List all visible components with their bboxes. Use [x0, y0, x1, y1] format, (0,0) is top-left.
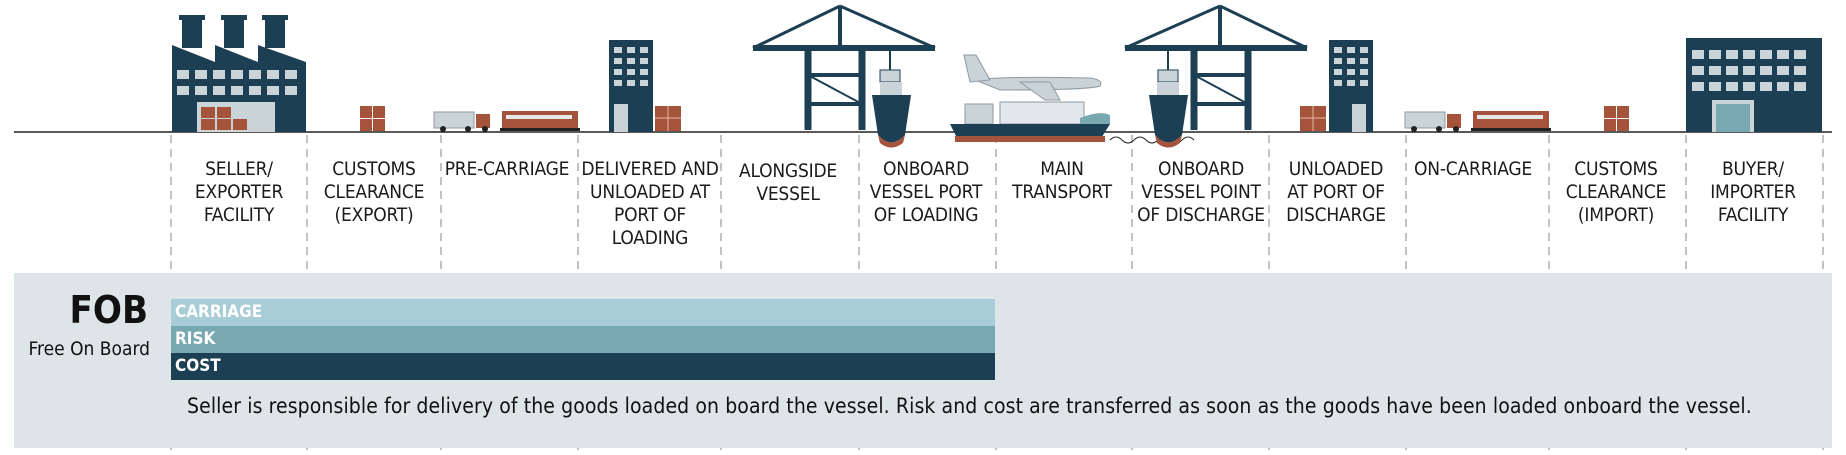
- truck-icon: [433, 111, 490, 132]
- term-name: Free On Board: [28, 338, 150, 360]
- train-icon: [1471, 111, 1551, 131]
- carriage-bar: CARRIAGE: [171, 299, 995, 326]
- stage-label-customs-import: CUSTOMS CLEARANCE (IMPORT): [1565, 158, 1667, 226]
- cost-bar: COST: [171, 353, 995, 380]
- buyer-facility-icon: [1686, 38, 1822, 132]
- stage-label-on-carriage: ON-CARRIAGE: [1413, 158, 1533, 180]
- seller-factory-icon: [172, 15, 306, 132]
- stage-label-main-transport: MAIN TRANSPORT: [1012, 158, 1112, 203]
- ship-front-icon: [872, 82, 911, 148]
- stage-label-alongside-vessel: ALONGSIDE VESSEL: [738, 160, 838, 205]
- water-waves: [1109, 136, 1195, 144]
- discharge-crane-icon: [1124, 4, 1308, 130]
- stage-label-customs-export: CUSTOMS CLEARANCE (EXPORT): [323, 158, 425, 226]
- stage-label-onboard-discharge: ONBOARD VESSEL POINT OF DISCHARGE: [1137, 158, 1265, 226]
- term-description: Seller is responsible for delivery of th…: [187, 394, 1752, 418]
- stage-label-onboard-loading: ONBOARD VESSEL PORT OF LOADING: [869, 158, 983, 226]
- stage-label-pre-carriage: PRE-CARRIAGE: [444, 158, 570, 180]
- ship-front-icon: [1149, 82, 1188, 148]
- stage-label-port-of-loading: DELIVERED AND UNLOADED AT PORT OF LOADIN…: [581, 158, 719, 249]
- risk-bar: RISK: [171, 326, 995, 353]
- loading-crane-icon: [752, 4, 936, 130]
- export-boxes-icon: [360, 106, 385, 131]
- stage-label-buyer-facility: BUYER/ IMPORTER FACILITY: [1710, 158, 1796, 226]
- stage-label-unloaded-discharge: UNLOADED AT PORT OF DISCHARGE: [1286, 158, 1386, 226]
- import-boxes-icon: [1604, 106, 1629, 131]
- container-ship-icon: [950, 101, 1110, 142]
- discharge-warehouse-icon: [1300, 40, 1373, 132]
- term-code: FOB: [69, 288, 148, 332]
- stage-label-seller-facility: SELLER/ EXPORTER FACILITY: [194, 158, 284, 226]
- truck-icon: [1404, 111, 1461, 132]
- train-icon: [500, 111, 580, 131]
- airplane-icon: [963, 54, 1102, 101]
- port-warehouse-icon: [609, 40, 681, 132]
